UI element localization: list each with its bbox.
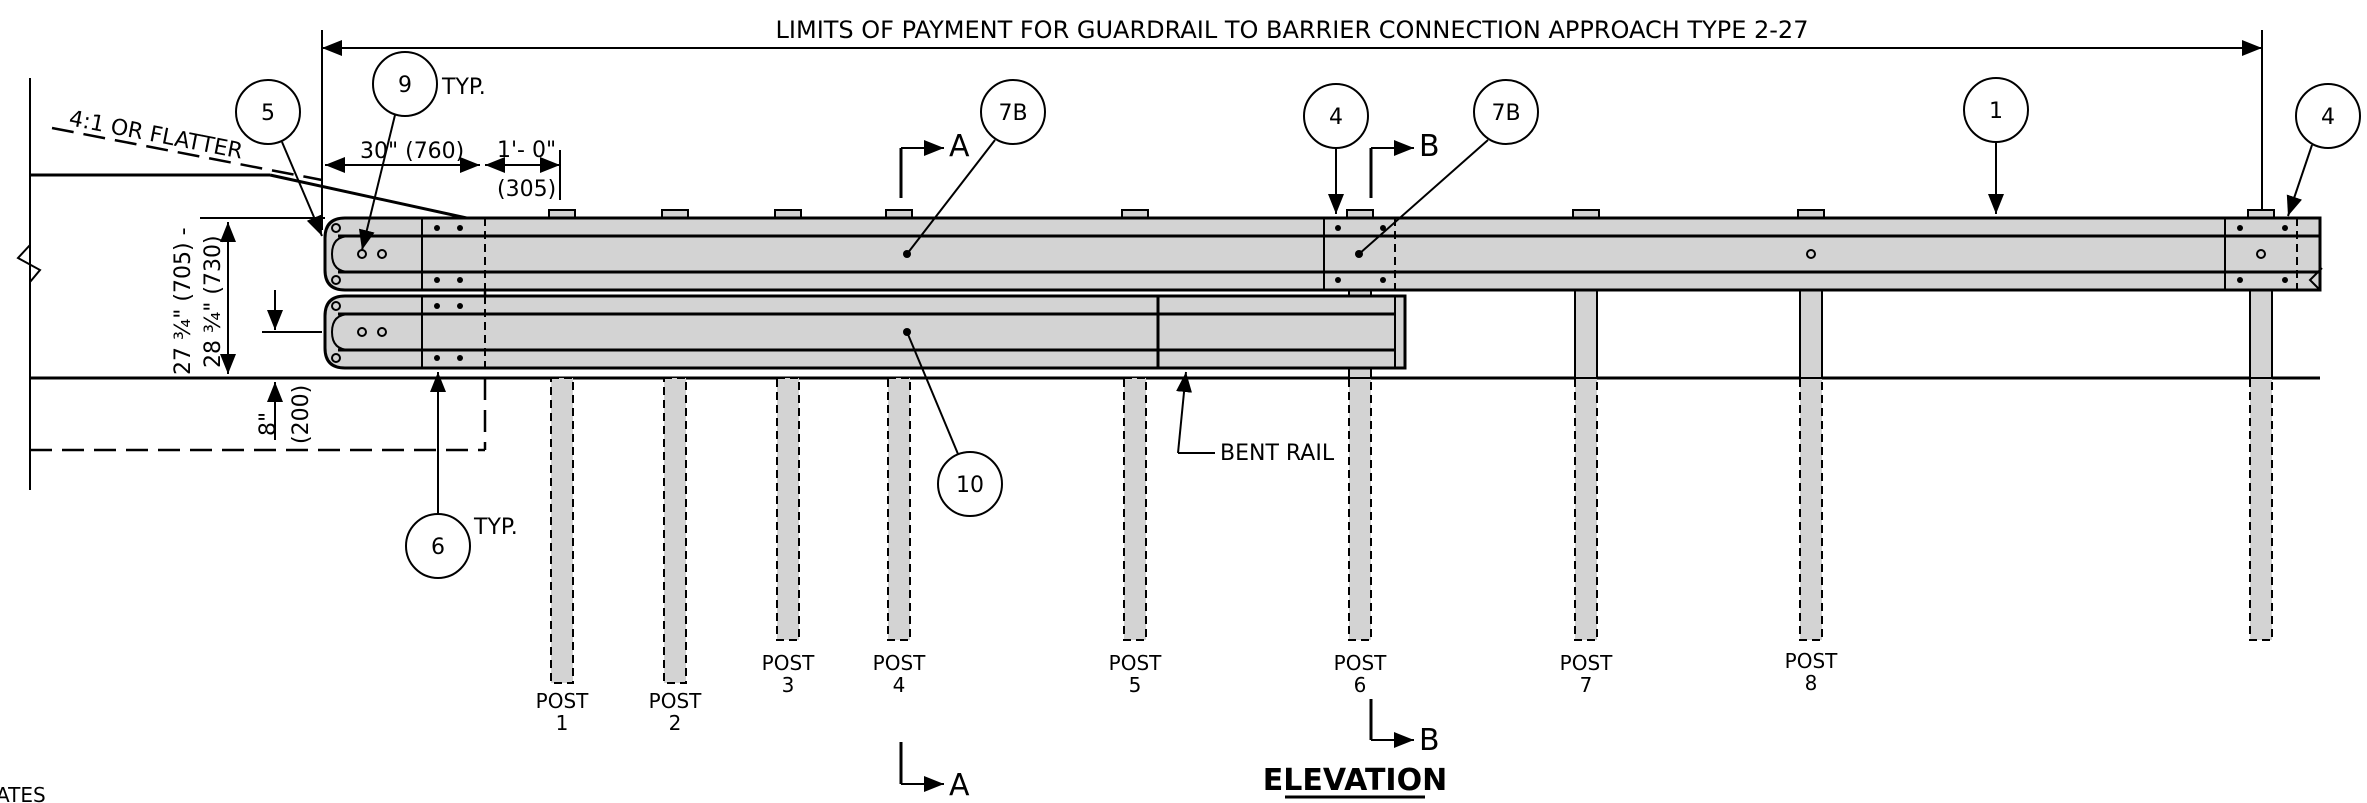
post-6-embedded [1348,377,1372,641]
post-end-visible [2249,289,2273,379]
post-5-label: POST [1109,651,1162,675]
notes-label-partial: ATES [0,783,46,803]
callout-4-mid: 4 [1303,83,1369,214]
post-1-number: 1 [556,711,569,735]
post-2-number: 2 [669,711,682,735]
svg-text:8": 8" [256,412,281,436]
svg-text:1'- 0": 1'- 0" [497,138,556,163]
svg-text:B: B [1419,129,1440,164]
post-6-number: 6 [1354,673,1367,697]
callout-9: 9 TYP. [358,51,486,251]
post-2-label: POST [649,689,702,713]
bent-rail-note: BENT RAIL [1176,371,1335,466]
callout-10: 10 [906,331,1003,517]
callout-5: 5 [235,79,323,237]
elevation-title: ELEVATION [1263,763,1447,799]
svg-text:28 ¾" (730): 28 ¾" (730) [201,235,226,368]
svg-text:BENT RAIL: BENT RAIL [1220,441,1335,466]
callout-7b-right: 7B [1358,79,1539,255]
post-4-embedded [887,377,911,641]
svg-text:7B: 7B [998,101,1027,126]
svg-text:30" (760): 30" (760) [360,139,464,164]
svg-text:10: 10 [956,473,984,498]
callout-7b-left: 7B [906,79,1046,255]
svg-text:1: 1 [1989,99,2003,124]
post-2-embedded [663,377,687,684]
section-a-top: A [899,129,970,198]
post-8-embedded [1799,377,1823,641]
limits-of-payment-dimension: LIMITS OF PAYMENT FOR GUARDRAIL TO BARRI… [321,16,2263,230]
svg-text:A: A [949,129,970,164]
dimension-8in: 8" (200) [256,290,322,444]
section-b-top: B [1369,129,1440,198]
svg-text:5: 5 [261,101,275,126]
svg-text:6: 6 [431,535,445,560]
svg-text:4: 4 [2321,105,2335,130]
post-6-label: POST [1334,651,1387,675]
svg-text:4: 4 [1329,105,1343,130]
svg-text:(305): (305) [497,177,556,202]
svg-text:7B: 7B [1491,101,1520,126]
limits-of-payment-label: LIMITS OF PAYMENT FOR GUARDRAIL TO BARRI… [776,16,1809,44]
slope-note: 4:1 OR FLATTER [67,106,245,164]
post-8-number: 8 [1805,671,1818,695]
post-1-label: POST [536,689,589,713]
callout-9-typ: TYP. [441,75,486,100]
svg-text:(200): (200) [289,385,314,444]
post-1-embedded [550,377,574,684]
post-7-visible [1574,289,1598,379]
callout-6: 6 TYP. [405,372,518,579]
callout-6-typ: TYP. [473,515,518,540]
dimension-30in: 30" (760) [325,139,480,173]
post-labels: POST 1 POST 2 POST 3 POST 4 POST 5 POST … [536,649,1838,735]
svg-text:A: A [949,768,970,803]
post-5-number: 5 [1129,673,1142,697]
dimension-rail-height: 27 ¾" (705) - 28 ¾" (730) [171,217,325,375]
lower-thrie-beam-rail [323,294,1407,370]
post-7-embedded [1574,377,1598,641]
post-7-number: 7 [1580,673,1593,697]
post-end-embedded [2249,377,2273,641]
post-4-label: POST [873,651,926,675]
post-3-label: POST [762,651,815,675]
callout-4-right: 4 [2286,83,2361,217]
upper-thrie-beam-rail [323,216,2323,292]
post-8-visible [1799,289,1823,379]
svg-text:9: 9 [398,73,412,98]
svg-text:ELEVATION: ELEVATION [1263,763,1447,798]
post-8-label: POST [1785,649,1838,673]
svg-text:B: B [1419,723,1440,758]
post-3-embedded [776,377,800,641]
post-3-number: 3 [782,673,795,697]
section-b-bottom: B [1369,699,1440,758]
post-5-embedded [1123,377,1147,641]
post-7-label: POST [1560,651,1613,675]
post-4-number: 4 [893,673,906,697]
section-a-bottom: A [899,742,970,803]
callout-1: 1 [1963,77,2029,214]
svg-text:27 ¾" (705) -: 27 ¾" (705) - [171,227,196,375]
dimension-1ft: 1'- 0" (305) [485,138,561,202]
